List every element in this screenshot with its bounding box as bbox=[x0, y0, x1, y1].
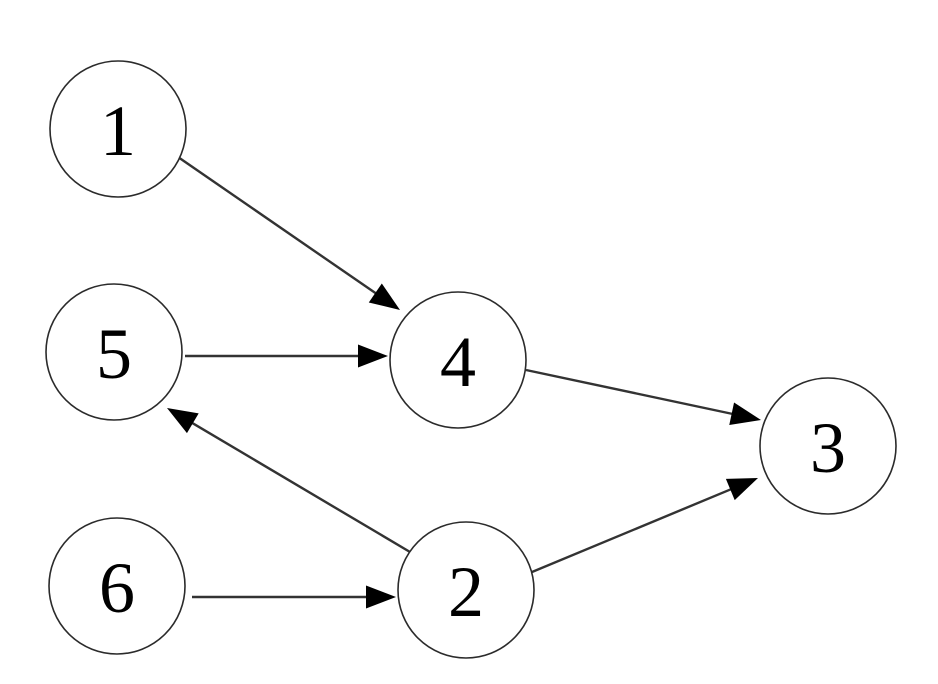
edge-2-to-3[interactable] bbox=[531, 478, 758, 574]
node-circle[interactable] bbox=[397, 521, 535, 659]
graph-node-3[interactable]: 3 bbox=[759, 377, 897, 515]
edge-4-to-3[interactable] bbox=[525, 368, 761, 426]
edge-1-to-4[interactable] bbox=[177, 156, 400, 310]
graph-node-1[interactable]: 1 bbox=[49, 60, 187, 198]
edge-5-to-4[interactable] bbox=[185, 344, 388, 368]
node-circle[interactable] bbox=[45, 283, 183, 421]
edge-shaft bbox=[177, 156, 381, 298]
node-circle[interactable] bbox=[48, 517, 186, 655]
node-circle[interactable] bbox=[49, 60, 187, 198]
arrowhead-icon bbox=[167, 408, 199, 434]
graph-node-6[interactable]: 6 bbox=[48, 517, 186, 655]
graph-node-2[interactable]: 2 bbox=[397, 521, 535, 659]
edge-shaft bbox=[187, 419, 411, 554]
edge-2-to-5[interactable] bbox=[167, 408, 411, 554]
edge-shaft bbox=[525, 368, 738, 417]
arrowhead-icon bbox=[729, 402, 761, 426]
edge-shaft bbox=[531, 486, 736, 574]
arrowhead-icon bbox=[725, 478, 758, 501]
node-circle[interactable] bbox=[759, 377, 897, 515]
arrowhead-icon bbox=[368, 283, 400, 310]
nodes-layer: 1 5 4 3 2 6 bbox=[45, 60, 897, 659]
edges-layer bbox=[167, 156, 761, 609]
edge-6-to-2[interactable] bbox=[192, 585, 396, 609]
graph-node-4[interactable]: 4 bbox=[389, 291, 527, 429]
arrowhead-icon bbox=[358, 344, 388, 368]
arrowhead-icon bbox=[366, 585, 396, 609]
graph-node-5[interactable]: 5 bbox=[45, 283, 183, 421]
node-circle[interactable] bbox=[389, 291, 527, 429]
